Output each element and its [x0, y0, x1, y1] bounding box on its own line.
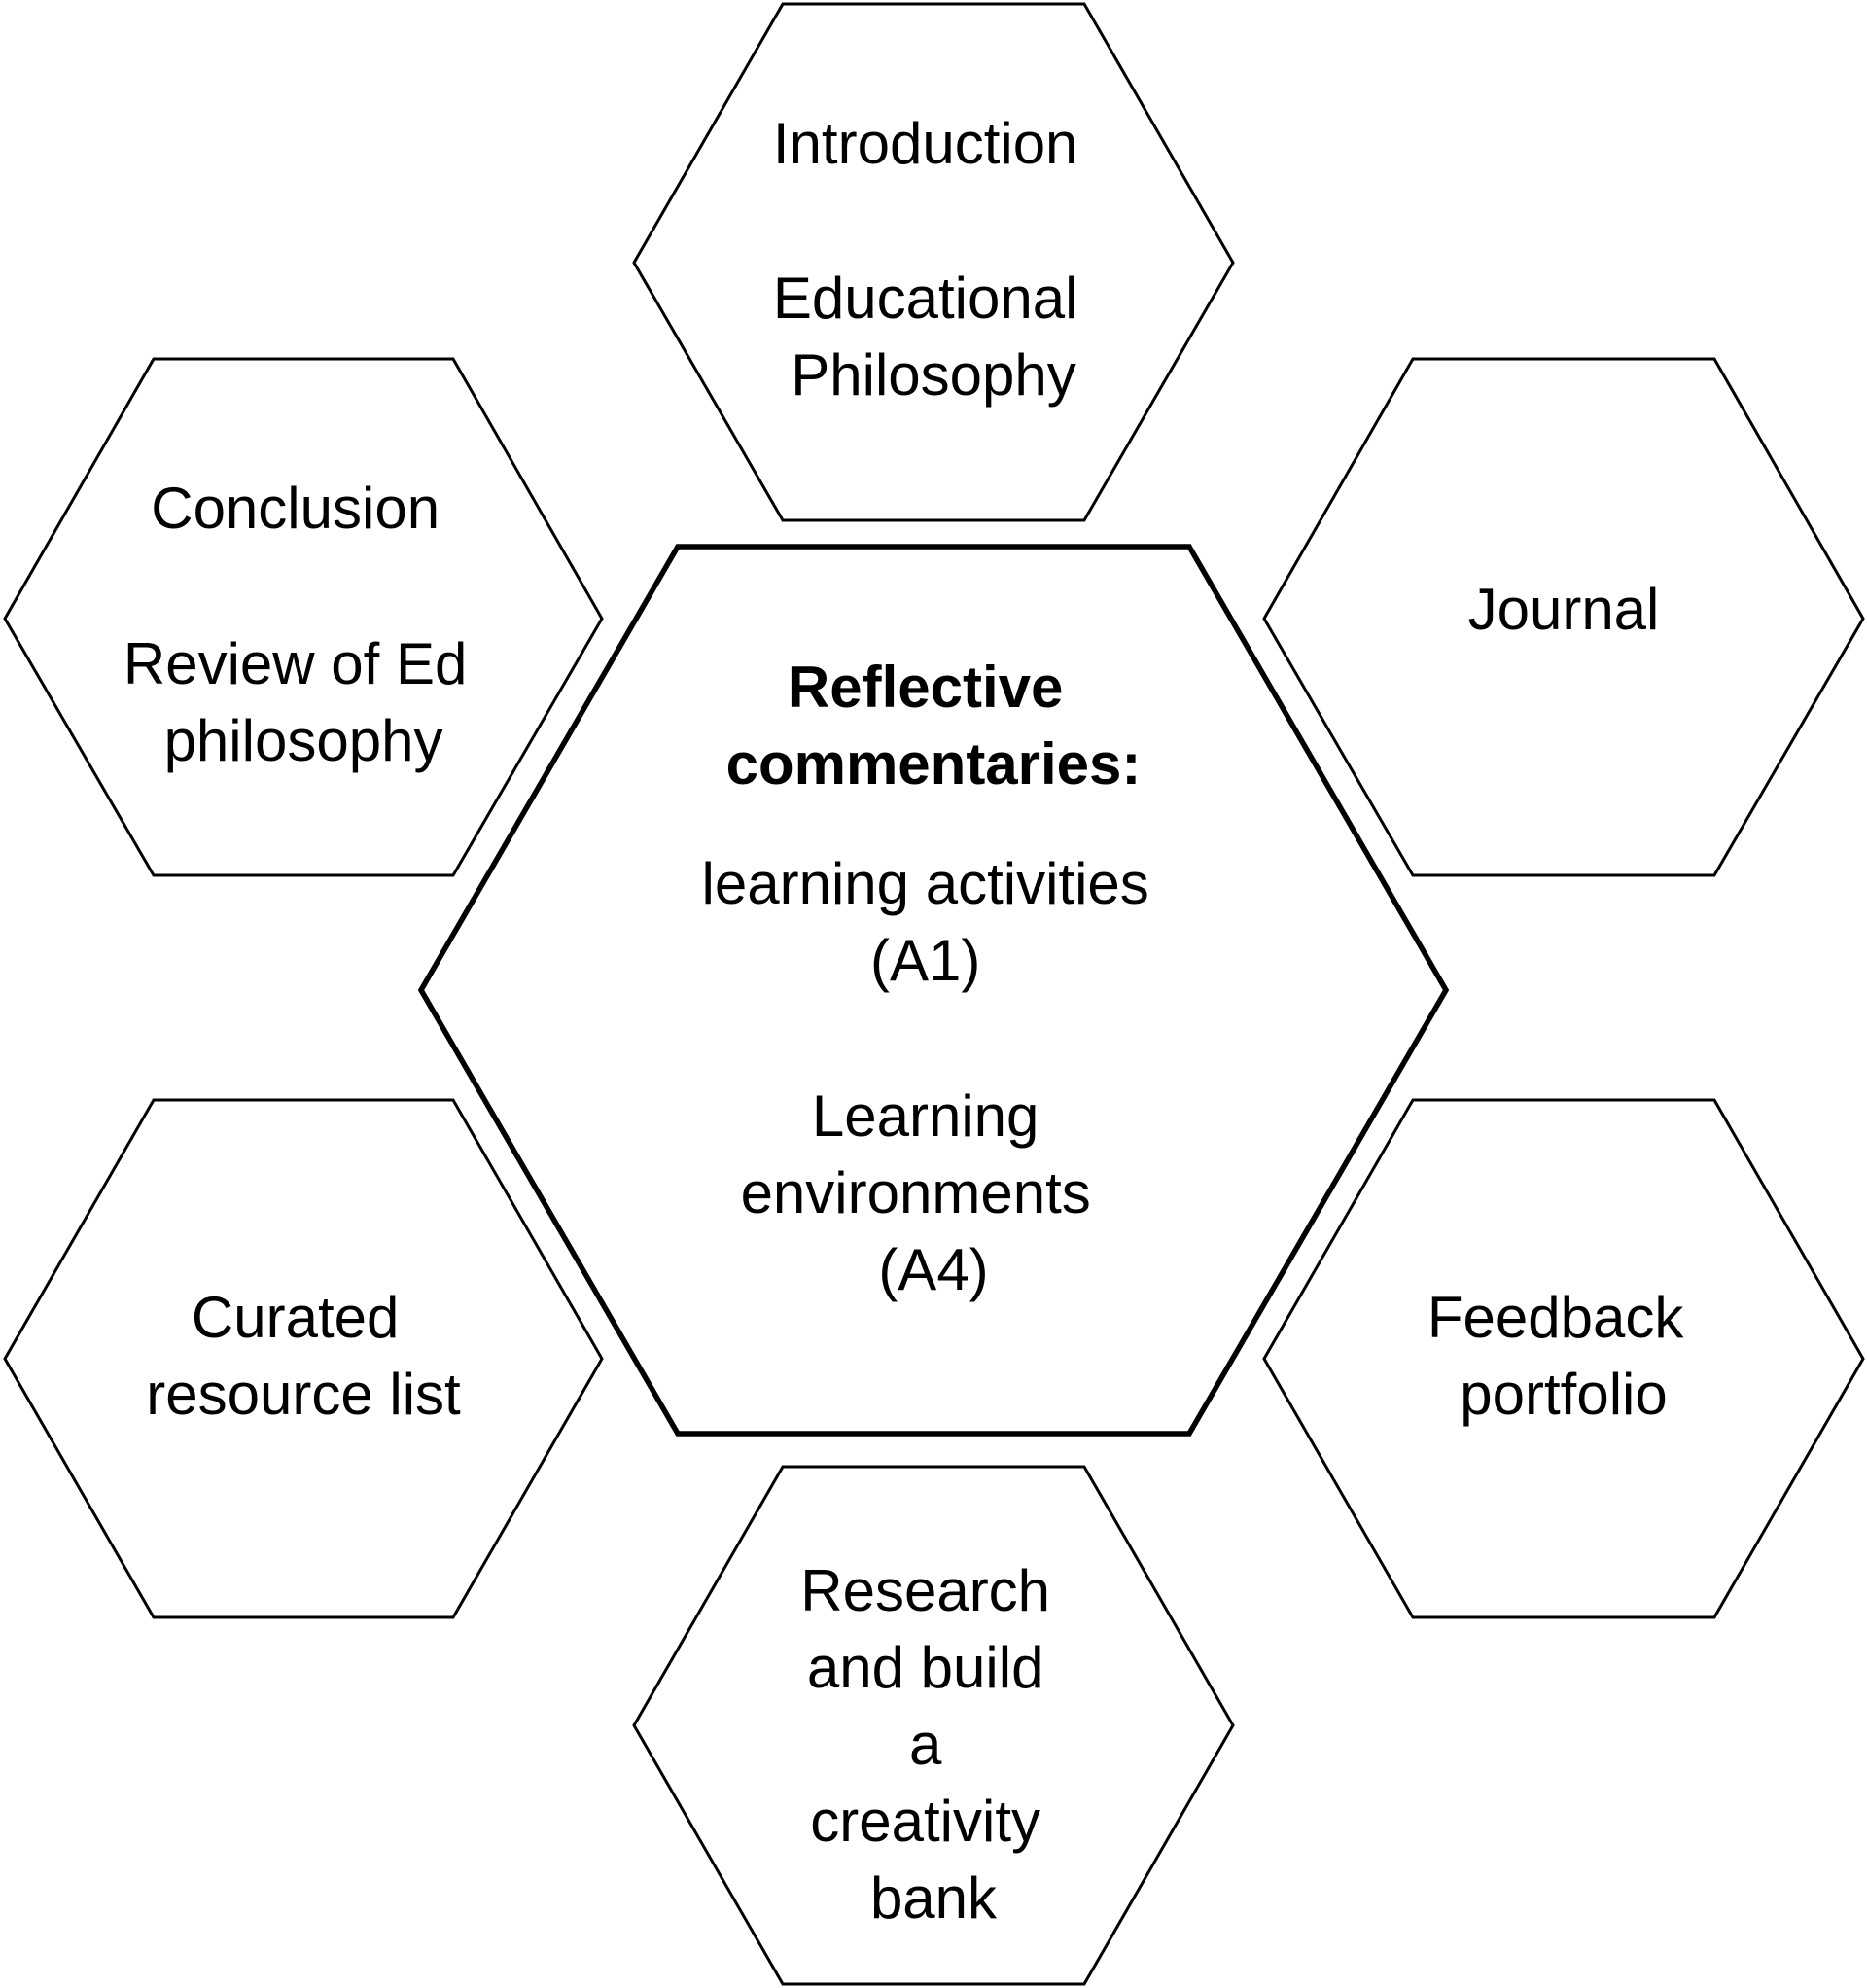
- svg-text:learning activities (A1): learning activities (A1) Learning enviro…: [702, 851, 1166, 1302]
- svg-text:Journal: Journal: [1468, 577, 1660, 642]
- svg-text:Conclusion Review of Ed: Conclusion Review of Ed philosophy: [123, 476, 483, 773]
- svg-text:Research and build: Research and build a creativity bank: [800, 1558, 1066, 1931]
- hex-curated-resource-list-line-2: resource list: [146, 1362, 461, 1427]
- hex-feedback-portfolio: Feedback portfolio: [1262, 1098, 1865, 1619]
- center-item2-line-2: environments: [741, 1160, 1091, 1225]
- hex-curated-resource-list-line-1: Curated: [192, 1285, 399, 1350]
- hex-creativity-bank-shape: [632, 1465, 1235, 1986]
- hex-journal-label: Journal: [1468, 577, 1660, 642]
- hex-creativity-bank-line-5: bank: [870, 1865, 998, 1931]
- hex-conclusion-subtitle-line-2: philosophy: [164, 708, 443, 773]
- hex-journal: Journal: [1262, 357, 1865, 877]
- hex-creativity-bank-line-2: and build: [807, 1635, 1044, 1700]
- hex-feedback-portfolio-line-2: portfolio: [1460, 1362, 1667, 1427]
- hex-conclusion-title: Conclusion: [151, 476, 440, 541]
- hex-introduction-title: Introduction: [773, 111, 1078, 176]
- hex-conclusion-subtitle-line-1: Review of Ed: [123, 631, 468, 696]
- hex-creativity-bank-line-1: Research: [800, 1558, 1050, 1623]
- center-item1-line-1: learning activities: [702, 851, 1149, 916]
- hex-journal-shape: [1262, 357, 1865, 877]
- hex-creativity-bank-line-4: creativity: [810, 1789, 1040, 1854]
- hex-curated-resource-list: Curated resource list: [3, 1098, 604, 1619]
- svg-text:Curated resource list: Curated resource list: [146, 1285, 461, 1427]
- hex-conclusion: Conclusion Review of Ed philosophy: [3, 357, 604, 877]
- center-item2-line-3: (A4): [878, 1237, 988, 1302]
- svg-text:Feedback portfolio: Feedback portfolio: [1427, 1285, 1700, 1427]
- hex-conclusion-shape: [3, 357, 604, 877]
- hex-creativity-bank: Research and build a creativity bank: [632, 1465, 1235, 1986]
- center-heading-line-1: Reflective: [788, 655, 1063, 720]
- hex-feedback-portfolio-shape: [1262, 1098, 1865, 1619]
- hex-introduction: Introduction Educational Philosophy: [632, 2, 1235, 522]
- center-heading-line-2: commentaries:: [726, 731, 1142, 797]
- hex-reflective-commentaries-shape: [417, 544, 1450, 1437]
- center-item2-line-1: Learning: [812, 1083, 1039, 1149]
- hex-feedback-portfolio-line-1: Feedback: [1427, 1285, 1684, 1350]
- hex-introduction-subtitle-line-1: Educational: [773, 266, 1078, 331]
- hex-creativity-bank-line-3: a: [909, 1712, 942, 1777]
- svg-text:Reflective commentaries:: Reflective commentaries:: [726, 655, 1142, 797]
- hex-curated-resource-list-shape: [3, 1098, 604, 1619]
- hex-introduction-shape: [632, 2, 1235, 522]
- center-item1-line-2: (A1): [870, 928, 980, 993]
- hex-introduction-subtitle-line-2: Philosophy: [791, 342, 1076, 408]
- hex-reflective-commentaries: Reflective commentaries: learning activi…: [417, 544, 1450, 1437]
- svg-text:Introduction Educational: Introduction Educational Philosophy: [773, 111, 1094, 408]
